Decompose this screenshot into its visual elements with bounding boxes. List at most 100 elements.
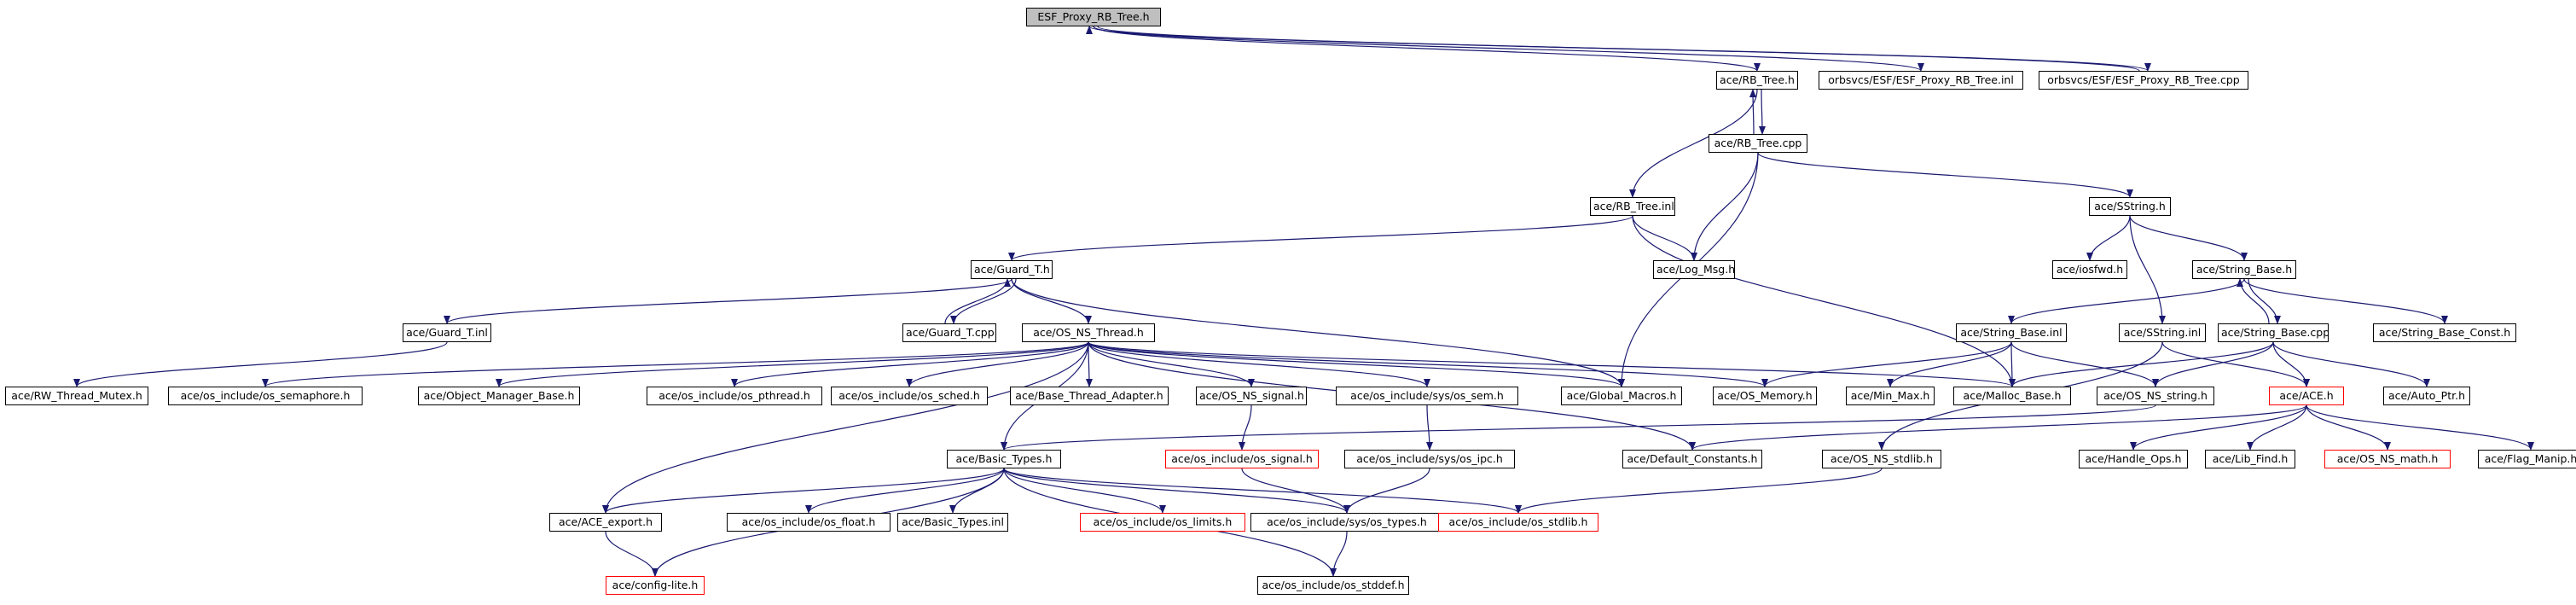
node-logmsg[interactable]: ace/Log_Msg.h	[1653, 260, 1735, 279]
node-esf-inl[interactable]: orbsvcs/ESF/ESF_Proxy_RB_Tree.inl	[1819, 71, 2023, 90]
edge-esf-h-to-esf-inl	[1093, 26, 1924, 72]
edge-nsthread-to-objmgr	[496, 341, 1089, 387]
node-objmgr[interactable]: ace/Object_Manager_Base.h	[418, 387, 580, 405]
edge-ace-h-to-handleops	[2130, 404, 2307, 451]
edge-rbt-cpp-to-sstring-h	[1757, 152, 2133, 198]
node-nsmath[interactable]: ace/OS_NS_math.h	[2324, 450, 2451, 468]
node-nsstring[interactable]: ace/OS_NS_string.h	[2097, 387, 2214, 405]
node-strbase-const[interactable]: ace/String_Base_Const.h	[2373, 323, 2516, 342]
node-nsstdlib[interactable]: ace/OS_NS_stdlib.h	[1822, 450, 1941, 468]
edge-strbase-cpp-to-autoptr	[2272, 341, 2430, 387]
node-flagmanip[interactable]: ace/Flag_Manip.h	[2478, 450, 2576, 468]
edge-rbt-cpp-to-logmsg	[1691, 152, 1759, 261]
edge-nsthread-to-osmemory	[1088, 341, 1768, 387]
edge-strbase-inl-to-minmax	[1887, 341, 2012, 387]
node-strbase-inl[interactable]: ace/String_Base.inl	[1956, 323, 2067, 342]
node-defconst[interactable]: ace/Default_Constants.h	[1622, 450, 1762, 468]
node-ossignal[interactable]: ace/os_include/os_signal.h	[1165, 450, 1319, 468]
edge-rbt-inl-to-mallocbase	[1632, 215, 2016, 387]
node-basictypes-inl[interactable]: ace/Basic_Types.inl	[897, 513, 1008, 532]
edge-ace-h-to-flagmanip	[2306, 404, 2534, 451]
node-guard-h[interactable]: ace/Guard_T.h	[971, 260, 1053, 279]
edge-esf-cpp-to-esf-h	[1086, 26, 2140, 72]
node-strbase-cpp[interactable]: ace/String_Base.cpp	[2218, 323, 2329, 342]
edge-strbase-inl-to-osmemory	[1761, 341, 2012, 387]
node-esf-h: ESF_Proxy_RB_Tree.h	[1026, 8, 1161, 26]
node-systypes[interactable]: ace/os_include/sys/os_types.h	[1250, 513, 1443, 532]
node-configlite[interactable]: ace/config-lite.h	[606, 576, 705, 595]
edge-ossignal-to-systypes	[1241, 468, 1350, 514]
node-rwmutex[interactable]: ace/RW_Thread_Mutex.h	[5, 387, 148, 405]
node-sstring-inl[interactable]: ace/SString.inl	[2119, 323, 2206, 342]
node-mallocbase[interactable]: ace/Malloc_Base.h	[1953, 387, 2071, 405]
edge-aceexport-to-configlite	[605, 531, 659, 577]
node-basictypes[interactable]: ace/Basic_Types.h	[947, 450, 1061, 468]
edge-basictypes-to-osstdlib	[1003, 468, 1522, 514]
node-strbase-h[interactable]: ace/String_Base.h	[2192, 260, 2296, 279]
edge-esf-h-to-rbt-h	[1093, 26, 1761, 72]
node-syssem[interactable]: ace/os_include/sys/os_sem.h	[1336, 387, 1518, 405]
node-semaphore[interactable]: ace/os_include/os_semaphore.h	[168, 387, 363, 405]
node-iosfwd[interactable]: ace/iosfwd.h	[2052, 260, 2127, 279]
node-handleops[interactable]: ace/Handle_Ops.h	[2079, 450, 2188, 468]
node-osmemory[interactable]: ace/OS_Memory.h	[1713, 387, 1817, 405]
edge-nsthread-to-globalmac	[1088, 341, 1625, 387]
node-osfloat[interactable]: ace/os_include/os_float.h	[727, 513, 891, 532]
edge-basictypes-to-systypes	[1003, 468, 1350, 514]
edge-sstring-h-to-sstring-inl	[2129, 215, 2166, 324]
node-guard-inl[interactable]: ace/Guard_T.inl	[403, 323, 491, 342]
edge-nsstdlib-to-osstdlib	[1515, 468, 1883, 514]
node-sched[interactable]: ace/os_include/os_sched.h	[831, 387, 988, 405]
edge-rbt-inl-to-logmsg	[1632, 215, 1697, 261]
edge-guard-cpp-to-guard-h	[944, 278, 1011, 324]
edge-ace-h-to-nsmath	[2306, 404, 2391, 451]
node-ace-h[interactable]: ace/ACE.h	[2269, 387, 2344, 405]
edge-guard-h-to-guard-cpp	[950, 278, 1017, 324]
node-minmax[interactable]: ace/Min_Max.h	[1846, 387, 1935, 405]
edge-nsstring-to-basictypes	[1001, 404, 2156, 451]
edge-strbase-inl-to-nsstring	[2010, 341, 2159, 387]
edge-basictypes-to-aceexport	[602, 468, 1005, 514]
edge-strbase-h-to-strbase-const	[2243, 278, 2448, 324]
edge-nsthread-to-pthread	[731, 341, 1089, 387]
edge-strbase-cpp-to-mallocbase	[2009, 341, 2274, 387]
node-oslimits[interactable]: ace/os_include/os_limits.h	[1080, 513, 1245, 532]
edge-rbt-cpp-to-rbt-h	[1749, 89, 1757, 135]
node-rbt-h[interactable]: ace/RB_Tree.h	[1716, 71, 1798, 90]
node-rbt-inl[interactable]: ace/RB_Tree.inl	[1590, 197, 1675, 216]
edge-rbt-inl-to-guard-h	[1008, 215, 1633, 261]
edge-rbt-h-to-rbt-cpp	[1758, 89, 1766, 135]
node-bta[interactable]: ace/Base_Thread_Adapter.h	[1010, 387, 1169, 405]
edge-nsthread-to-aceexport	[602, 341, 1089, 514]
node-rbt-cpp[interactable]: ace/RB_Tree.cpp	[1709, 134, 1807, 153]
edge-ace-h-to-libfind	[2247, 404, 2307, 451]
edge-nsthread-to-sched	[906, 341, 1089, 387]
node-nsthread[interactable]: ace/OS_NS_Thread.h	[1022, 323, 1155, 342]
edge-strbase-cpp-to-nsstring	[2152, 341, 2274, 387]
node-nssignal[interactable]: ace/OS_NS_signal.h	[1196, 387, 1307, 405]
edge-guard-h-to-guard-inl	[444, 278, 1012, 324]
node-globalmac[interactable]: ace/Global_Macros.h	[1561, 387, 1682, 405]
edge-strbase-h-to-strbase-inl	[2008, 278, 2245, 324]
node-libfind[interactable]: ace/Lib_Find.h	[2205, 450, 2295, 468]
node-aceexport[interactable]: ace/ACE_export.h	[549, 513, 662, 532]
node-pthread[interactable]: ace/os_include/os_pthread.h	[647, 387, 822, 405]
edge-basictypes-to-oslimits	[1003, 468, 1166, 514]
edge-syssem-to-sysipc	[1425, 404, 1433, 451]
node-osstddef[interactable]: ace/os_include/os_stddef.h	[1257, 576, 1409, 595]
edge-basictypes-to-osfloat	[805, 468, 1005, 514]
edge-sstring-inl-to-ace-h	[2161, 341, 2310, 387]
edge-nssignal-to-ossignal	[1239, 404, 1252, 451]
node-sysipc[interactable]: ace/os_include/sys/os_ipc.h	[1344, 450, 1515, 468]
edge-strbase-cpp-to-strbase-h	[2237, 278, 2270, 324]
node-autoptr[interactable]: ace/Auto_Ptr.h	[2383, 387, 2470, 405]
edge-sysipc-to-systypes	[1343, 468, 1430, 514]
node-esf-cpp[interactable]: orbsvcs/ESF/ESF_Proxy_RB_Tree.cpp	[2039, 71, 2248, 90]
edge-guard-h-to-globalmac	[1011, 278, 1625, 387]
node-osstdlib[interactable]: ace/os_include/os_stdlib.h	[1438, 513, 1598, 532]
edge-nsthread-to-nssignal	[1088, 341, 1255, 387]
node-sstring-h[interactable]: ace/SString.h	[2089, 197, 2171, 216]
edge-guard-inl-to-rwmutex	[73, 341, 448, 387]
node-guard-cpp[interactable]: ace/Guard_T.cpp	[902, 323, 996, 342]
